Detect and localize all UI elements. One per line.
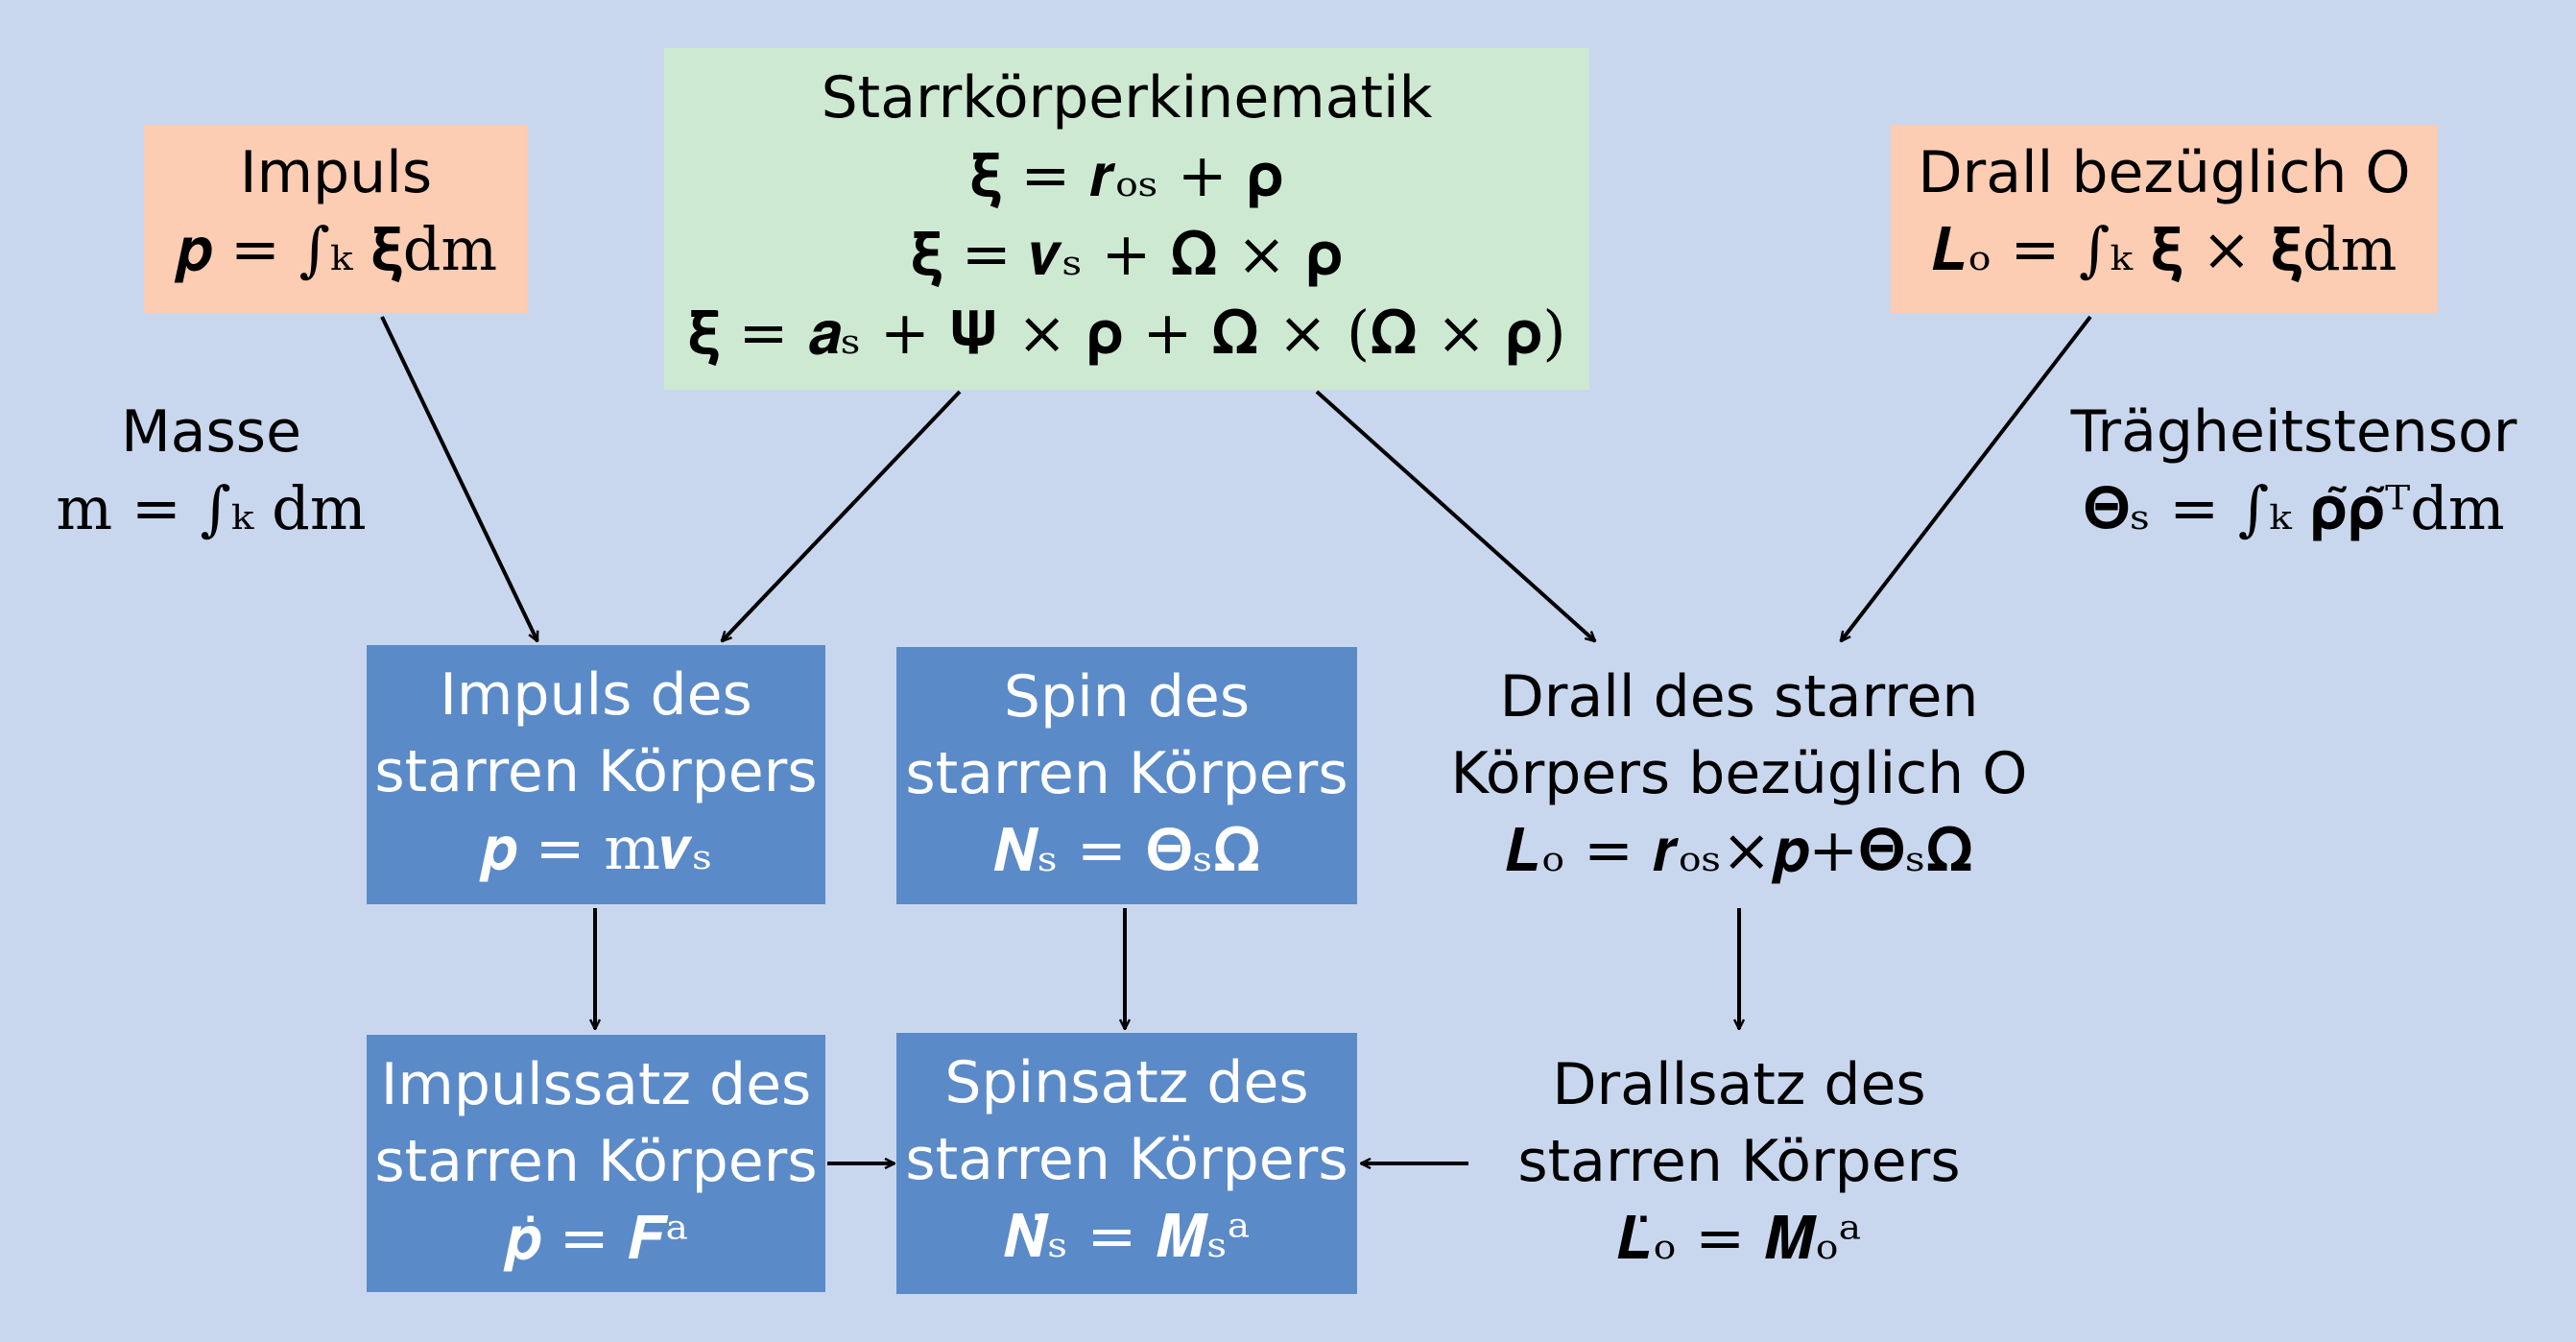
impuls-rigid-formula: 𝒑 = m𝒗ₛ	[479, 813, 713, 883]
kinematik-formula-acceleration: 𝛏̈ = 𝒂ₛ + 𝚿 × 𝛒 + 𝛀 × (𝛀 × 𝛒)	[687, 298, 1566, 368]
kinematik-box: Starrkörperkinematik 𝛏 = 𝒓ₒₛ + 𝛒 𝛏̇ = 𝒗ₛ…	[664, 48, 1589, 390]
arrow-impuls-to-impuls-rigid	[380, 316, 539, 641]
drall-formula: 𝑳ₒ = ∫ₖ 𝛏 × 𝛏̇dm	[1931, 214, 2397, 284]
drall-box: Drall bezüglich O 𝑳ₒ = ∫ₖ 𝛏 × 𝛏̇dm	[1891, 125, 2438, 313]
drall-rigid-line2: Körpers bezüglich O	[1450, 740, 2028, 807]
drallsatz-line2: starren Körpers	[1517, 1128, 1961, 1195]
drallsatz-line1: Drallsatz des	[1552, 1051, 1926, 1118]
impuls-title: Impuls	[239, 139, 433, 206]
impulssatz-line1: Impulssatz des	[380, 1051, 812, 1118]
spin-rigid-line1: Spin des	[1003, 663, 1251, 731]
impulssatz-box: Impulssatz des starren Körpers 𝒑̇ = 𝑭ᵃ	[367, 1035, 825, 1292]
spin-rigid-line2: starren Körpers	[905, 740, 1348, 807]
masse-formula: m = ∫ₖ dm	[56, 473, 367, 543]
impuls-box: Impuls 𝒑 = ∫ₖ 𝛏̇dm	[144, 125, 528, 313]
drall-title: Drall bezüglich O	[1918, 139, 2411, 206]
arrow-drall-to-drall-rigid	[1841, 315, 2092, 641]
masse-label: Masse m = ∫ₖ dm	[19, 394, 403, 566]
spinsatz-formula: 𝑵̇ₛ = 𝑴ₛᵃ	[1003, 1201, 1251, 1271]
drall-rigid-formula: 𝑳ₒ = 𝒓ₒₛ×𝒑+𝚯ₛ𝛀	[1505, 815, 1973, 885]
spinsatz-line2: starren Körpers	[905, 1126, 1348, 1193]
impuls-rigid-box: Impuls des starren Körpers 𝒑 = m𝒗ₛ	[367, 645, 825, 904]
masse-title: Masse	[121, 398, 301, 466]
kinematik-formula-position: 𝛏 = 𝒓ₒₛ + 𝛒	[969, 140, 1284, 210]
impuls-rigid-line1: Impuls des	[440, 661, 752, 729]
kinematik-formula-velocity: 𝛏̇ = 𝒗ₛ + 𝛀 × 𝛒	[910, 219, 1344, 289]
impuls-rigid-line2: starren Körpers	[374, 738, 818, 805]
impulssatz-line2: starren Körpers	[374, 1128, 818, 1195]
arrow-kinematik-to-impuls-rigid	[722, 390, 962, 641]
drallsatz-box: Drallsatz des starren Körpers 𝑳̇ₒ = 𝑴ₒᵃ	[1470, 1035, 2008, 1292]
spin-rigid-box: Spin des starren Körpers 𝑵ₛ = 𝚯ₛ𝛀	[896, 647, 1357, 904]
impulssatz-formula: 𝒑̇ = 𝑭ᵃ	[503, 1203, 689, 1273]
drallsatz-formula: 𝑳̇ₒ = 𝑴ₒᵃ	[1616, 1203, 1862, 1273]
spinsatz-box: Spinsatz des starren Körpers 𝑵̇ₛ = 𝑴ₛᵃ	[896, 1033, 1357, 1294]
arrow-kinematik-to-drall-rigid	[1315, 390, 1595, 641]
drall-rigid-box: Drall des starren Körpers bezüglich O 𝑳ₒ…	[1413, 647, 2065, 904]
kinematik-title: Starrkörperkinematik	[821, 64, 1433, 132]
impuls-formula: 𝒑 = ∫ₖ 𝛏̇dm	[174, 214, 498, 284]
traegheitstensor-title: Trägheitstensor	[2070, 398, 2517, 466]
spin-rigid-formula: 𝑵ₛ = 𝚯ₛ𝛀	[992, 815, 1261, 885]
drall-rigid-line1: Drall des starren	[1499, 663, 1979, 731]
traegheitstensor-label: Trägheitstensor 𝚯ₛ = ∫ₖ 𝛒̃𝛒̃ᵀdm	[2035, 394, 2553, 566]
spinsatz-line1: Spinsatz des	[944, 1049, 1309, 1116]
traegheitstensor-formula: 𝚯ₛ = ∫ₖ 𝛒̃𝛒̃ᵀdm	[2083, 473, 2505, 543]
